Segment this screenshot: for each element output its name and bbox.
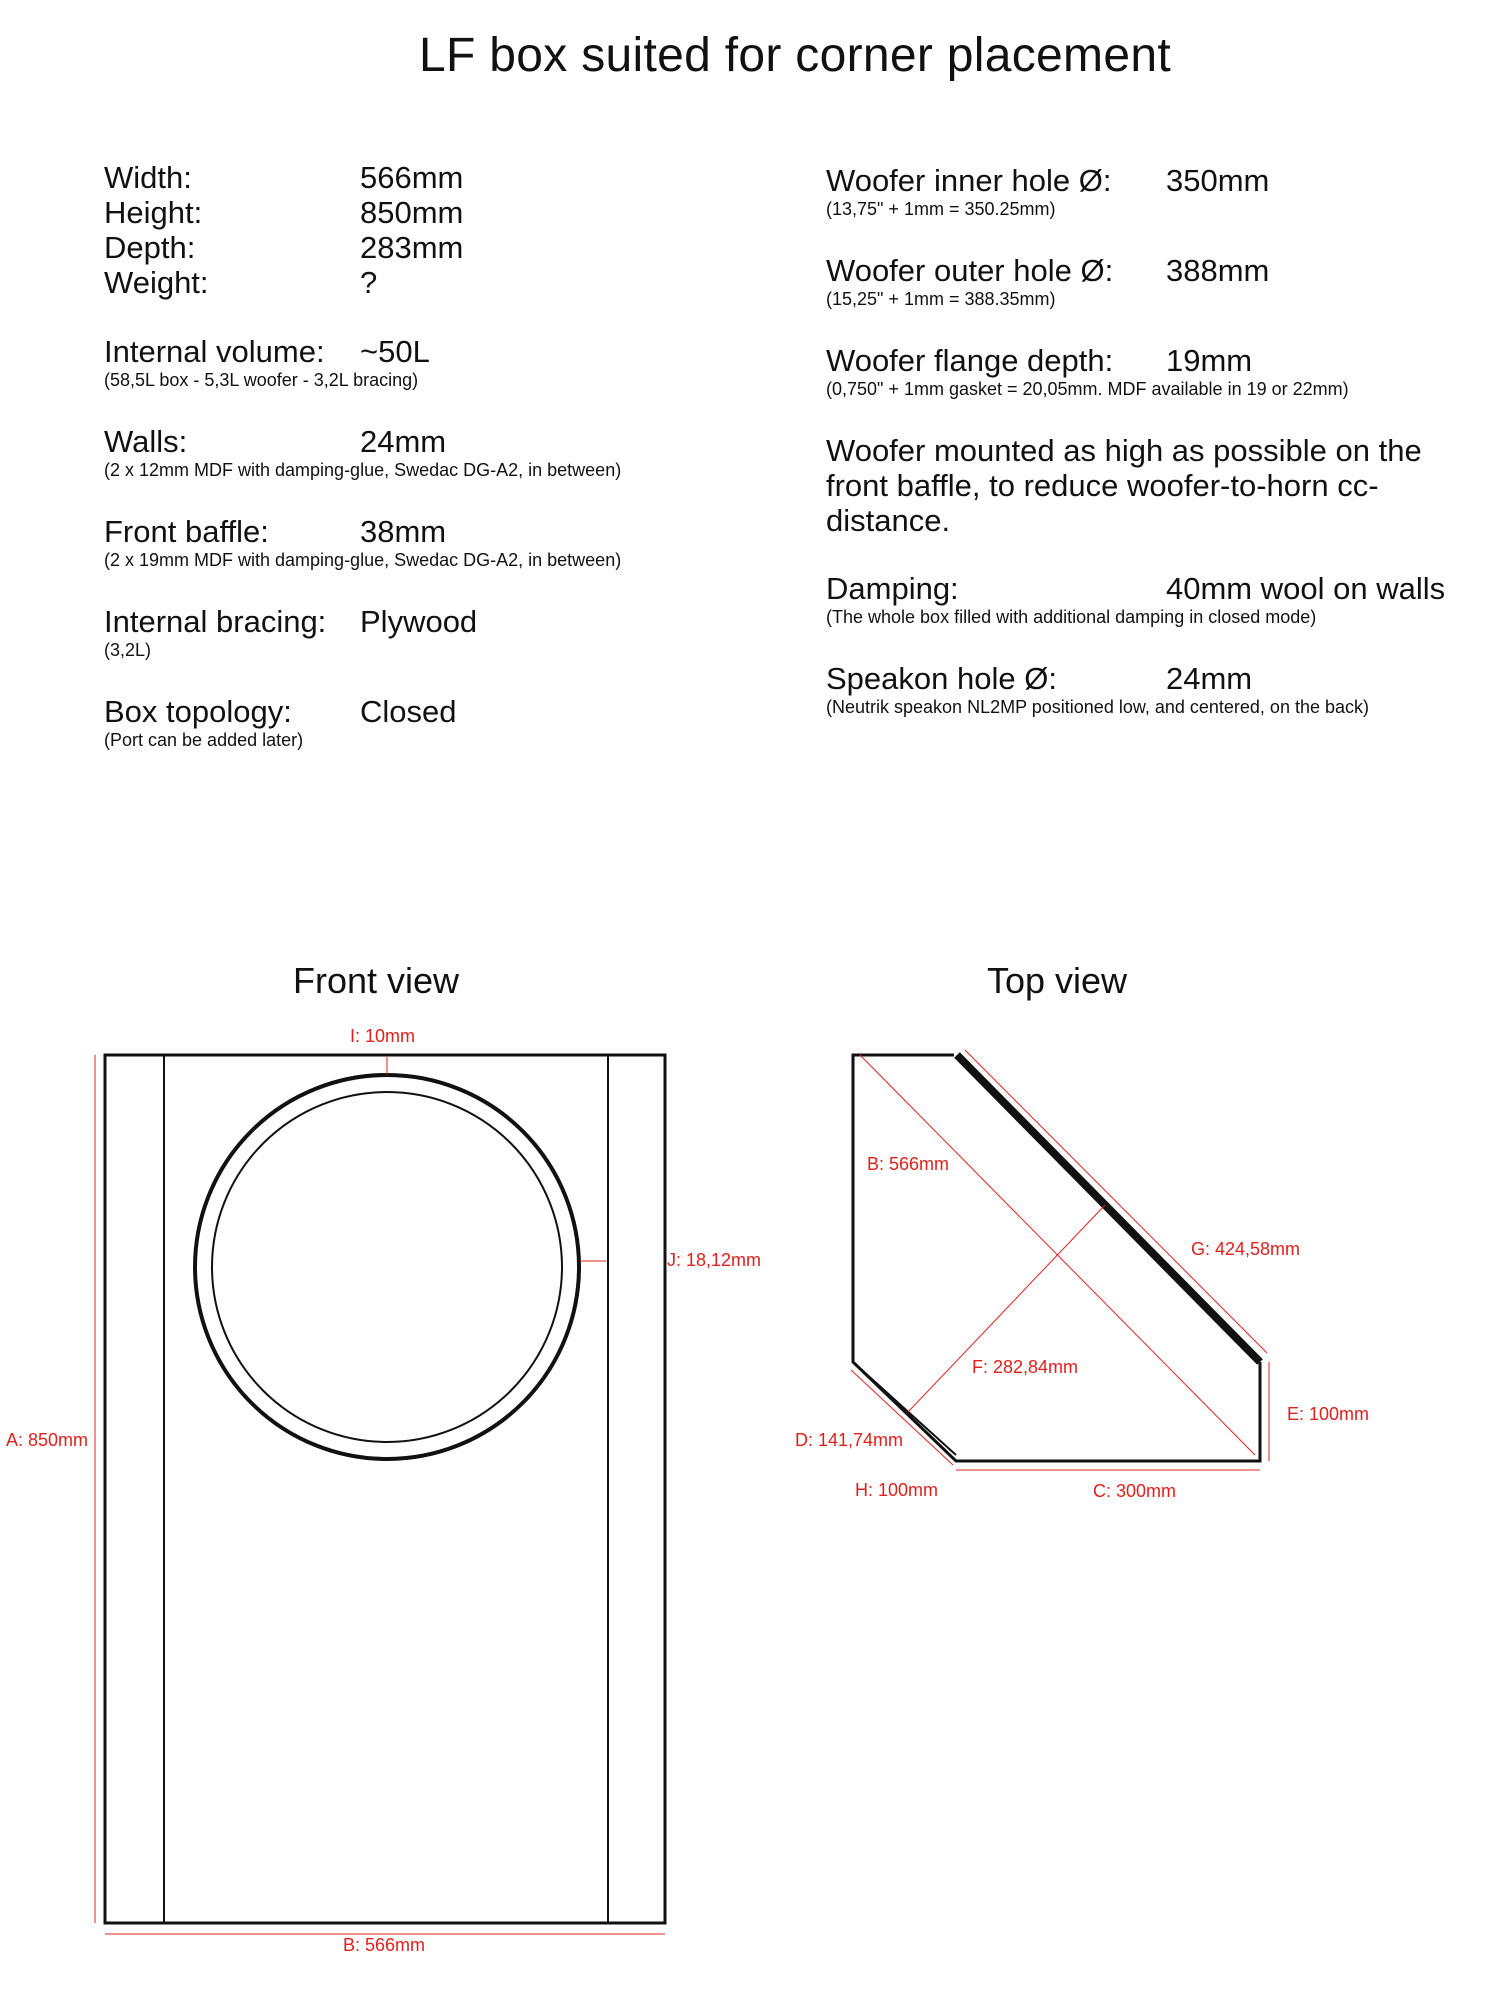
spec-note: (Port can be added later): [104, 730, 304, 750]
spec-value: ?: [360, 265, 378, 300]
spec-walls: Walls: 24mm: [104, 424, 804, 459]
spec-height: Height: 850mm: [104, 195, 804, 230]
front-baffle-outline: [103, 1053, 667, 1925]
label-e-100mm: E: 100mm: [1287, 1404, 1369, 1424]
mounting-note-line: front baffle, to reduce woofer-to-horn c…: [826, 468, 1379, 503]
spec-label: Depth:: [104, 230, 196, 265]
spec-note: (The whole box filled with additional da…: [826, 607, 1317, 627]
spec-value: 350mm: [1166, 163, 1270, 198]
dimension-line-g: [964, 1049, 1268, 1354]
spec-label: Weight:: [104, 265, 209, 300]
label-j-18mm: J: 18,12mm: [667, 1250, 761, 1270]
spec-value: 19mm: [1166, 343, 1253, 378]
spec-label: Woofer outer hole Ø:: [826, 253, 1114, 288]
spec-note: (3,2L): [104, 640, 152, 660]
page-title: LF box suited for corner placement: [419, 29, 1171, 82]
spec-note: (2 x 12mm MDF with damping-glue, Swedac …: [104, 460, 622, 480]
spec-value: 388mm: [1166, 253, 1270, 288]
spec-value: 24mm: [360, 424, 447, 459]
right-spec-column: Woofer inner hole Ø: 350mm (13,75" + 1mm…: [826, 163, 1486, 718]
spec-label: Damping:: [826, 571, 959, 606]
label-c-300mm: C: 300mm: [1093, 1481, 1176, 1501]
spec-speakon-hole: Speakon hole Ø: 24mm: [826, 661, 1486, 696]
label-b-566mm-top: B: 566mm: [867, 1154, 949, 1174]
spec-note: (58,5L box - 5,3L woofer - 3,2L bracing): [104, 370, 419, 390]
spec-woofer-outer-hole: Woofer outer hole Ø: 388mm: [826, 253, 1486, 288]
spec-depth: Depth: 283mm: [104, 230, 804, 265]
label-h-100mm: H: 100mm: [855, 1480, 938, 1500]
spec-value: 283mm: [360, 230, 464, 265]
left-spec-column: Width: 566mm Height: 850mm Depth: 283mm …: [104, 160, 804, 751]
spec-note: (2 x 19mm MDF with damping-glue, Swedac …: [104, 550, 622, 570]
label-g-424mm: G: 424,58mm: [1191, 1239, 1300, 1259]
spec-width: Width: 566mm: [104, 160, 804, 195]
front-baffle-thick-line: [954, 1052, 1263, 1365]
mounting-note-line: distance.: [826, 503, 951, 538]
spec-label: Width:: [104, 160, 192, 195]
spec-weight: Weight: ?: [104, 265, 804, 300]
top-view-title: Top view: [986, 960, 1128, 1001]
spec-damping: Damping: 40mm wool on walls: [826, 571, 1486, 606]
front-view-drawing: I: 10mm J: 18,12mm A: 850mm B: 566mm: [6, 1026, 761, 1955]
label-f-282mm: F: 282,84mm: [972, 1357, 1078, 1377]
spec-label: Front baffle:: [104, 514, 269, 549]
spec-front-baffle: Front baffle: 38mm: [104, 514, 804, 549]
spec-note: (0,750" + 1mm gasket = 20,05mm. MDF avai…: [826, 379, 1349, 399]
label-i-10mm: I: 10mm: [350, 1026, 415, 1046]
woofer-outer-hole-circle: [193, 1073, 581, 1461]
spec-label: Height:: [104, 195, 203, 230]
label-b-566mm: B: 566mm: [343, 1935, 425, 1955]
mounting-note-line: Woofer mounted as high as possible on th…: [826, 433, 1422, 468]
spec-value: 566mm: [360, 160, 464, 195]
spec-value: Closed: [360, 694, 457, 729]
spec-value: Plywood: [360, 604, 478, 639]
dimension-line-f-diagonal: [907, 1204, 1106, 1413]
spec-note: (Neutrik speakon NL2MP positioned low, a…: [826, 697, 1369, 717]
wall-inner-line: [852, 1361, 957, 1456]
dimension-line-d: [850, 1369, 954, 1466]
spec-box-topology: Box topology: Closed: [104, 694, 804, 729]
spec-label: Woofer inner hole Ø:: [826, 163, 1112, 198]
spec-label: Speakon hole Ø:: [826, 661, 1057, 696]
spec-value: 40mm wool on walls: [1166, 571, 1446, 606]
woofer-inner-hole-circle: [211, 1091, 563, 1443]
top-view-drawing: B: 566mm G: 424,58mm F: 282,84mm E: 100m…: [795, 1049, 1369, 1501]
spec-label: Internal bracing:: [104, 604, 327, 639]
spec-label: Walls:: [104, 424, 188, 459]
box-outline-top-view: [851, 1053, 1262, 1463]
spec-note: (15,25" + 1mm = 388.35mm): [826, 289, 1056, 309]
spec-label: Woofer flange depth:: [826, 343, 1114, 378]
spec-value: 24mm: [1166, 661, 1253, 696]
spec-woofer-inner-hole: Woofer inner hole Ø: 350mm: [826, 163, 1486, 198]
woofer-mounting-note: Woofer mounted as high as possible on th…: [826, 433, 1486, 538]
spec-internal-bracing: Internal bracing: Plywood: [104, 604, 804, 639]
spec-label: Internal volume:: [104, 334, 325, 369]
label-d-141mm: D: 141,74mm: [795, 1430, 903, 1450]
spec-note: (13,75" + 1mm = 350.25mm): [826, 199, 1056, 219]
spec-value: 38mm: [360, 514, 447, 549]
spec-woofer-flange-depth: Woofer flange depth: 19mm: [826, 343, 1486, 378]
spec-value: ~50L: [360, 334, 430, 369]
front-view-title: Front view: [292, 960, 460, 1001]
label-a-850mm: A: 850mm: [6, 1430, 88, 1450]
spec-value: 850mm: [360, 195, 464, 230]
spec-label: Box topology:: [104, 694, 292, 729]
spec-internal-volume: Internal volume: ~50L: [104, 334, 804, 369]
